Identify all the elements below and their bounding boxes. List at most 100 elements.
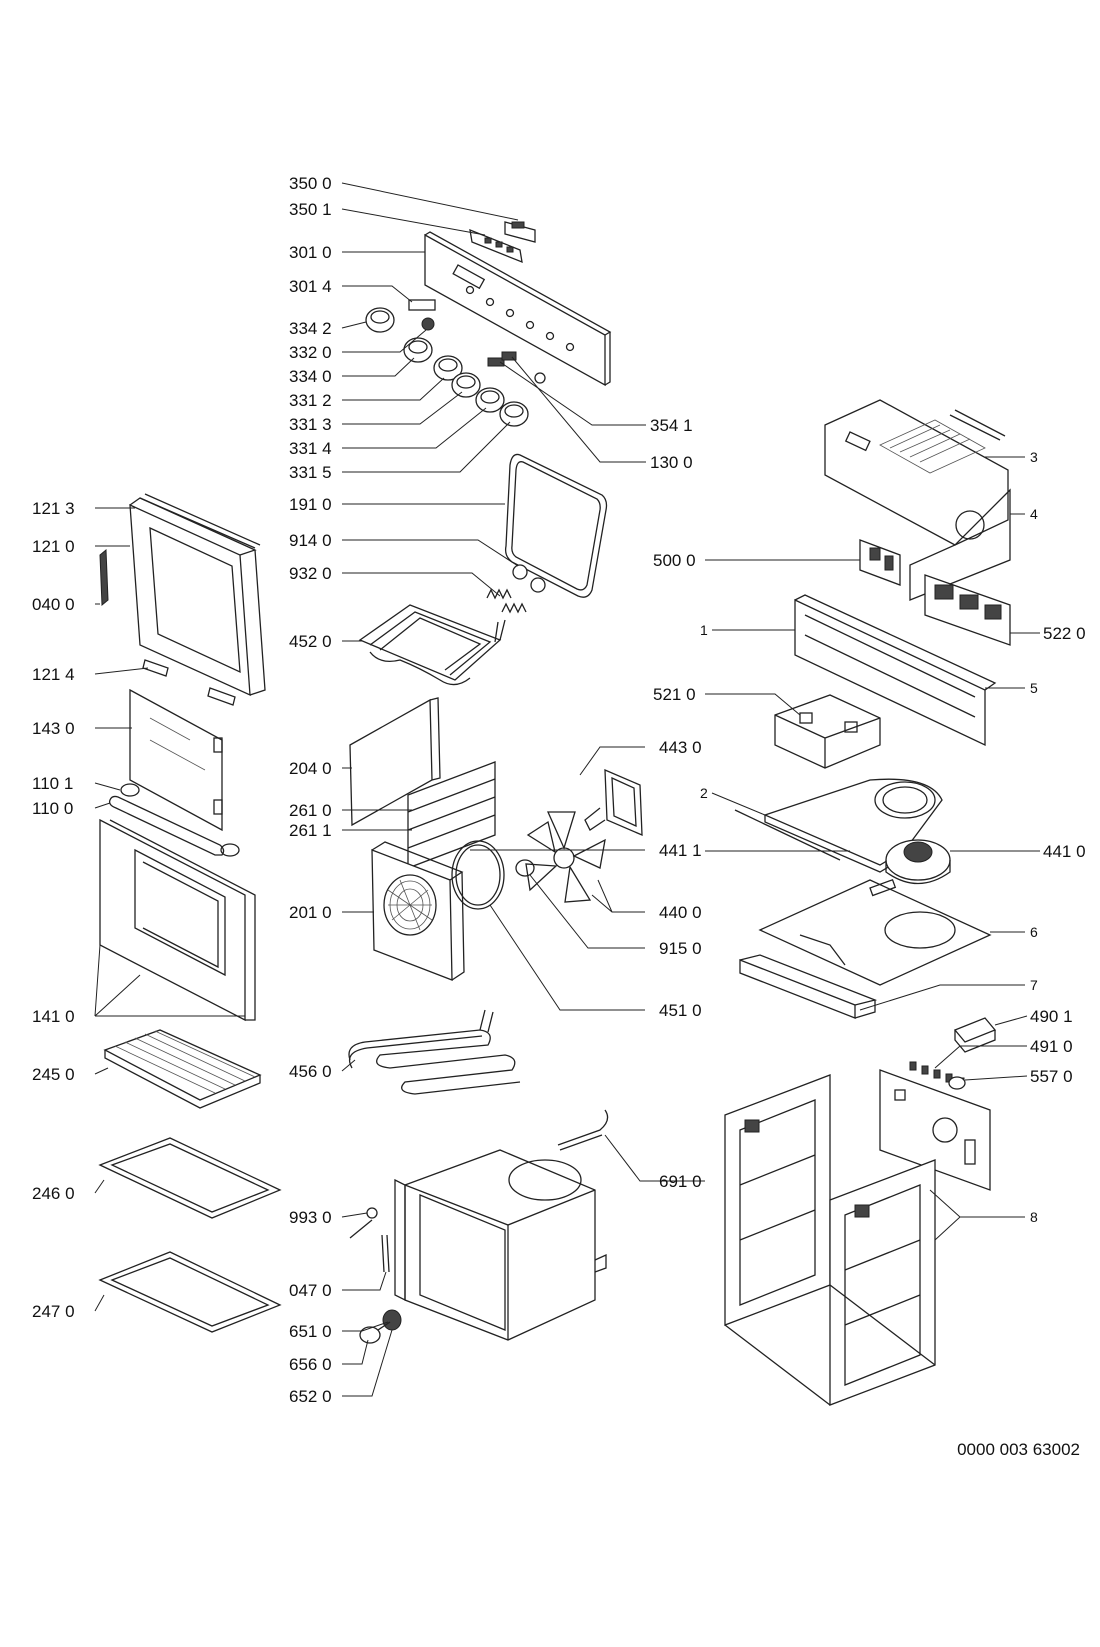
control-knobs <box>365 307 529 427</box>
rear-fan-cover <box>371 841 465 981</box>
side-panel <box>349 698 433 827</box>
front-frame <box>794 594 997 747</box>
baking-tray <box>98 1137 282 1219</box>
label-993-0: 993 0 <box>289 1208 332 1227</box>
label-521-0: 521 0 <box>653 685 696 704</box>
label-331-3: 331 3 <box>289 415 332 434</box>
fan-rod <box>734 809 841 861</box>
control-board <box>924 574 1011 646</box>
control-panel <box>424 231 612 387</box>
fan-blade <box>525 811 606 903</box>
lamp-parts <box>349 1207 402 1344</box>
lamp-switch <box>953 1017 997 1053</box>
base-plate <box>758 878 992 986</box>
hinge-pad-lower <box>220 843 240 857</box>
label-557-0: 557 0 <box>1030 1067 1073 1086</box>
label-121-4: 121 4 <box>32 665 75 684</box>
display-module <box>469 221 536 264</box>
grill-element <box>348 1009 521 1095</box>
door-inner-glass <box>129 688 223 832</box>
label-915-0: 915 0 <box>659 939 702 958</box>
top-heating-element <box>358 604 506 686</box>
label-301-0: 301 0 <box>289 243 332 262</box>
label-932-0: 932 0 <box>289 564 332 583</box>
label-451-0: 451 0 <box>659 1001 702 1020</box>
label-assembly-3: 3 <box>1030 449 1038 465</box>
door-inner-frame <box>129 493 266 697</box>
label-914-0: 914 0 <box>289 531 332 550</box>
label-121-3: 121 3 <box>32 499 75 518</box>
label-443-0: 443 0 <box>659 738 702 757</box>
label-assembly-8: 8 <box>1030 1209 1038 1225</box>
label-452-0: 452 0 <box>289 632 332 651</box>
label-691-0: 691 0 <box>659 1172 702 1191</box>
label-261-0: 261 0 <box>289 801 332 820</box>
document-number: 0000 003 63002 <box>957 1440 1080 1459</box>
hinge-pad-upper <box>120 783 140 797</box>
circular-element <box>451 840 505 910</box>
label-350-0: 350 0 <box>289 174 332 193</box>
label-201-0: 201 0 <box>289 903 332 922</box>
label-040-0: 040 0 <box>32 595 75 614</box>
label-247-0: 247 0 <box>32 1302 75 1321</box>
label-assembly-4: 4 <box>1030 506 1038 522</box>
door-hinge <box>99 548 109 607</box>
label-334-0: 334 0 <box>289 367 332 386</box>
safety-thermostat <box>948 1076 966 1090</box>
label-331-2: 331 2 <box>289 391 332 410</box>
label-331-4: 331 4 <box>289 439 332 458</box>
label-assembly-6: 6 <box>1030 924 1038 940</box>
temperature-sensor <box>557 1109 609 1151</box>
oven-cavity <box>394 1149 607 1341</box>
oven-gasket <box>504 453 608 598</box>
label-assembly-7: 7 <box>1030 977 1038 993</box>
label-332-0: 332 0 <box>289 343 332 362</box>
power-module <box>859 539 901 586</box>
door-handle <box>108 795 225 856</box>
label-350-1: 350 1 <box>289 200 332 219</box>
part-labels: 350 0 350 1 301 0 301 4 334 2 332 0 334 … <box>32 174 1086 1406</box>
label-651-0: 651 0 <box>289 1322 332 1341</box>
label-110-0: 110 0 <box>32 799 73 818</box>
label-assembly-5: 5 <box>1030 680 1038 696</box>
label-490-1: 490 1 <box>1030 1007 1073 1026</box>
side-shelf-supports <box>407 761 496 869</box>
label-047-0: 047 0 <box>289 1281 332 1300</box>
door-outer-panel <box>99 818 256 1022</box>
label-522-0: 522 0 <box>1043 624 1086 643</box>
label-141-0: 141 0 <box>32 1007 75 1026</box>
label-440-0: 440 0 <box>659 903 702 922</box>
deep-baking-tray <box>98 1251 282 1333</box>
label-245-0: 245 0 <box>32 1065 75 1084</box>
label-assembly-1: 1 <box>700 622 708 638</box>
label-441-0: 441 0 <box>1043 842 1086 861</box>
front-strip <box>739 954 878 1019</box>
chassis-sides <box>724 1074 936 1406</box>
label-143-0: 143 0 <box>32 719 75 738</box>
panel-switch <box>487 351 517 367</box>
label-assembly-2: 2 <box>700 785 708 801</box>
label-354-1: 354 1 <box>650 416 693 435</box>
label-456-0: 456 0 <box>289 1062 332 1081</box>
label-500-0: 500 0 <box>653 551 696 570</box>
top-cover-plate <box>824 399 1011 601</box>
fan-motor <box>584 768 643 837</box>
transformer-module <box>774 694 881 769</box>
label-204-0: 204 0 <box>289 759 332 778</box>
label-441-1: 441 1 <box>659 841 702 860</box>
label-334-2: 334 2 <box>289 319 332 338</box>
label-130-0: 130 0 <box>650 453 693 472</box>
label-652-0: 652 0 <box>289 1387 332 1406</box>
label-191-0: 191 0 <box>289 495 332 514</box>
label-261-1: 261 1 <box>289 821 332 840</box>
wire-rack <box>103 1029 262 1109</box>
leader-lines <box>94 182 1040 1397</box>
label-110-1: 110 1 <box>32 774 73 793</box>
door-trim-clips <box>142 659 236 706</box>
label-656-0: 656 0 <box>289 1355 332 1374</box>
fan-nut <box>515 859 535 877</box>
label-246-0: 246 0 <box>32 1184 75 1203</box>
label-301-4: 301 4 <box>289 277 332 296</box>
rating-label <box>408 299 436 311</box>
